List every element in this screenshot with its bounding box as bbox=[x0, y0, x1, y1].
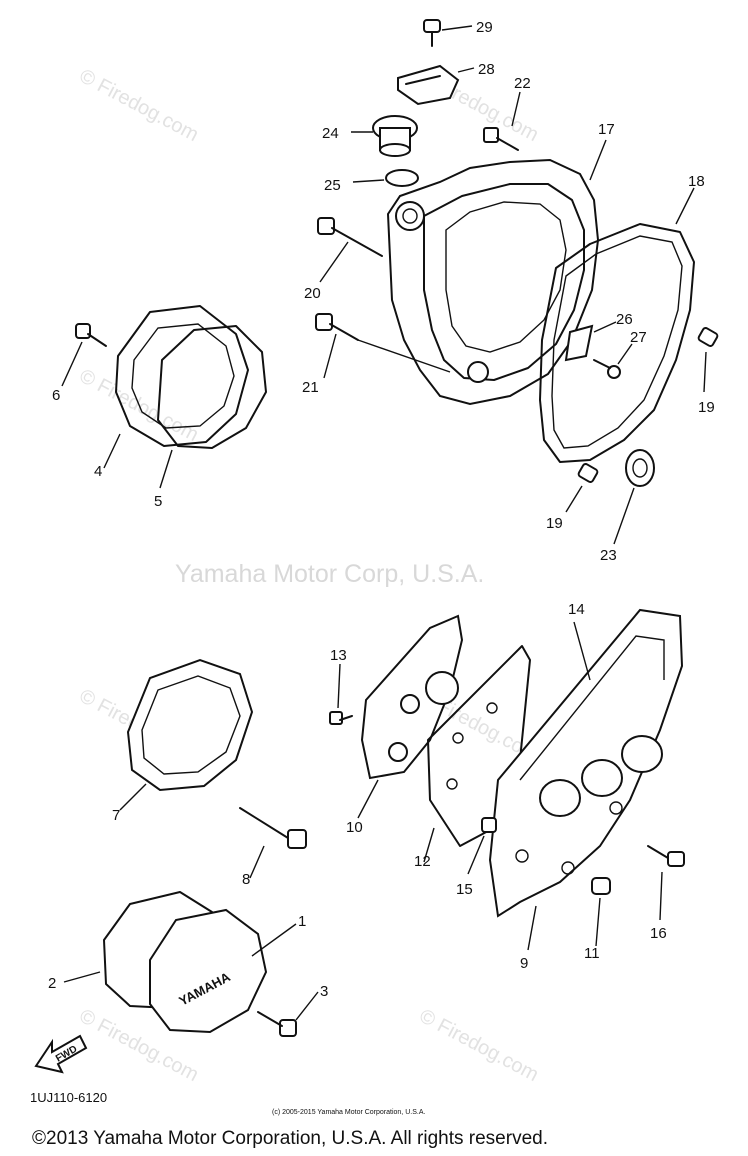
part-label: 27 bbox=[630, 329, 647, 346]
part-9-sprocket-cover bbox=[488, 608, 684, 951]
watermark-center: Yamaha Motor Corp, U.S.A. bbox=[175, 560, 484, 588]
part-29-bolt bbox=[423, 19, 473, 47]
part-label: 6 bbox=[52, 387, 60, 404]
part-label: 20 bbox=[304, 285, 321, 302]
diagram-code: 1UJ110-6120 bbox=[30, 1090, 107, 1105]
part-label: 2 bbox=[48, 975, 56, 992]
part-25-o-ring bbox=[352, 169, 419, 187]
part-4-cover-gasket bbox=[103, 305, 249, 469]
part-label: 5 bbox=[154, 493, 162, 510]
part-24-oil-cap bbox=[351, 115, 418, 157]
part-19-dowel-lower bbox=[565, 463, 599, 513]
part-label: 26 bbox=[616, 311, 633, 328]
part-8-bolt bbox=[239, 807, 307, 879]
small-copyright: (c) 2005-2015 Yamaha Motor Corporation, … bbox=[272, 1109, 425, 1116]
part-5-gasket bbox=[157, 325, 267, 489]
part-label: 12 bbox=[414, 853, 431, 870]
part-label: 4 bbox=[94, 463, 102, 480]
part-label: 19 bbox=[546, 515, 563, 532]
fwd-arrow-icon: FWD bbox=[34, 1034, 88, 1074]
part-label: 21 bbox=[302, 379, 319, 396]
part-label: 9 bbox=[520, 955, 528, 972]
part-label: 19 bbox=[698, 399, 715, 416]
part-13-bolt bbox=[329, 663, 353, 725]
part-10-bracket bbox=[357, 614, 464, 819]
part-number-labels: 29 28 22 24 17 25 18 20 26 27 21 6 19 4 … bbox=[48, 19, 715, 1000]
fwd-label: FWD bbox=[54, 1044, 79, 1065]
footer-copyright: ©2013 Yamaha Motor Corporation, U.S.A. A… bbox=[32, 1128, 548, 1149]
part-label: 22 bbox=[514, 75, 531, 92]
part-label: 29 bbox=[476, 19, 493, 36]
part-label: 25 bbox=[324, 177, 341, 194]
part-label: 17 bbox=[598, 121, 615, 138]
part-23-plug bbox=[613, 449, 655, 545]
part-label: 10 bbox=[346, 819, 363, 836]
part-17-crankcase-cover bbox=[386, 139, 607, 406]
part-15-dowel bbox=[467, 817, 497, 875]
part-1-clutch-cover: YAMAHA bbox=[149, 908, 297, 1034]
part-22-bolt bbox=[483, 91, 521, 151]
part-label: 8 bbox=[242, 871, 250, 888]
part-21-bolt bbox=[315, 313, 451, 379]
part-label: 1 bbox=[298, 913, 306, 930]
part-label: 3 bbox=[320, 983, 328, 1000]
part-label: 11 bbox=[584, 945, 600, 962]
part-label: 23 bbox=[600, 547, 617, 564]
part-label: 16 bbox=[650, 925, 667, 942]
part-label: 15 bbox=[456, 881, 473, 898]
part-6-bolt bbox=[61, 323, 107, 387]
part-label: 14 bbox=[568, 601, 585, 618]
watermark-site: © Firedog.com bbox=[76, 65, 202, 146]
part-label: 13 bbox=[330, 647, 347, 664]
watermark-site: © Firedog.com bbox=[416, 1005, 542, 1086]
part-16-bolt bbox=[647, 845, 685, 921]
part-28-plate bbox=[397, 64, 475, 106]
part-26-plate bbox=[564, 321, 617, 362]
part-18-gasket bbox=[539, 187, 695, 463]
part-27-screw bbox=[593, 343, 633, 379]
part-3-bolt bbox=[257, 991, 319, 1037]
part-11-plug bbox=[591, 877, 611, 947]
part-label: 18 bbox=[688, 173, 705, 190]
part-label: 28 bbox=[478, 61, 495, 78]
part-7-cover bbox=[119, 658, 254, 811]
part-20-bolt bbox=[317, 217, 383, 283]
part-label: 7 bbox=[112, 807, 120, 824]
part-label: 24 bbox=[322, 125, 339, 142]
part-19-dowel-upper bbox=[697, 327, 719, 393]
